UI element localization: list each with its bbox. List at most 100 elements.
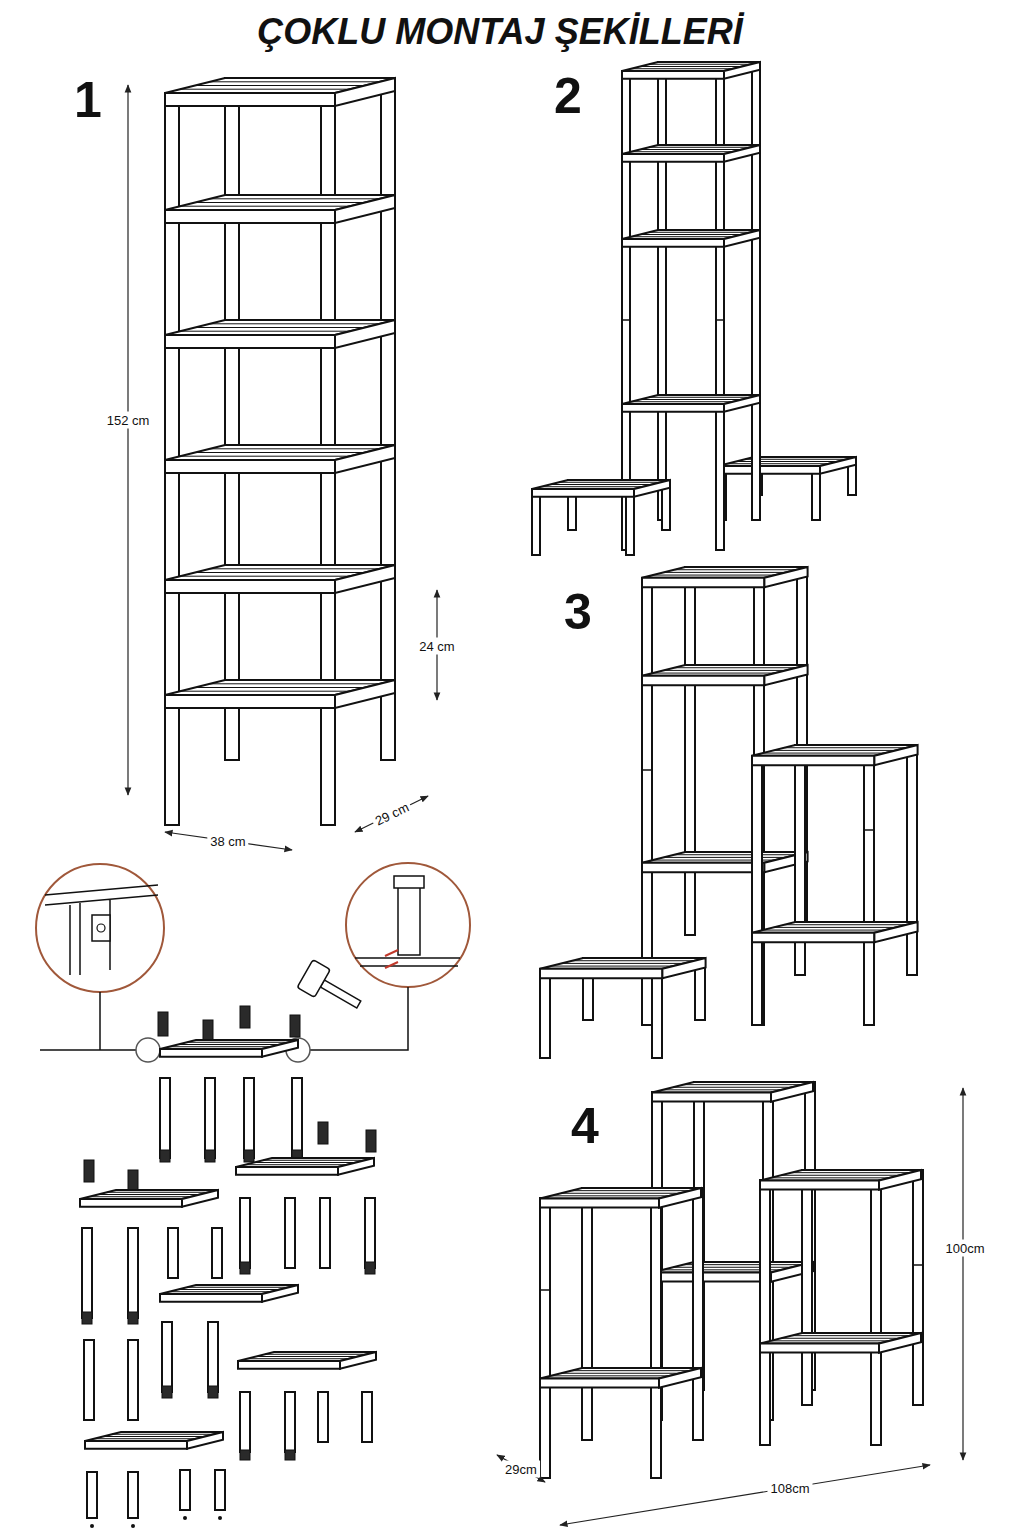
leg: [128, 1228, 138, 1318]
leg: [320, 1198, 330, 1268]
leg: [160, 1078, 170, 1158]
leg: [168, 1228, 178, 1278]
leg: [716, 71, 724, 550]
connector: [285, 1450, 295, 1460]
shelf: [165, 445, 395, 473]
leg: [208, 1322, 218, 1392]
shelf: [160, 1285, 298, 1302]
shelf: [752, 745, 918, 765]
leg: [651, 1198, 661, 1478]
leg: [685, 567, 695, 935]
shelf: [540, 958, 706, 978]
leg: [532, 489, 540, 555]
shelf: [165, 320, 395, 348]
shelf: [85, 1432, 223, 1449]
connector: [244, 1150, 254, 1162]
connector: [366, 1130, 376, 1152]
connector: [240, 1006, 250, 1028]
leg: [84, 1340, 94, 1420]
connector: [128, 1312, 138, 1324]
connector: [128, 1170, 138, 1192]
dot: [131, 1524, 135, 1528]
shelf: [540, 1188, 701, 1208]
shelf: [165, 195, 395, 223]
leg: [240, 1392, 250, 1452]
leg: [540, 969, 550, 1058]
shelf: [622, 395, 760, 412]
joint: [864, 829, 874, 831]
shelf: [540, 1368, 701, 1388]
connector: [240, 1450, 250, 1460]
shelf: [165, 78, 395, 106]
leg: [381, 78, 395, 760]
dimension-line: [962, 1088, 963, 1460]
shelf: [165, 565, 395, 593]
leg: [285, 1198, 295, 1268]
connector: [84, 1160, 94, 1182]
leg: [244, 1078, 254, 1158]
leg: [913, 1170, 923, 1405]
mallet-icon: [297, 960, 367, 1019]
tower-figure-1: [128, 78, 437, 850]
leg-detail: [398, 885, 420, 955]
foot: [128, 1472, 138, 1518]
leg: [652, 969, 662, 1058]
cap-detail: [394, 876, 424, 888]
dimension-line: [127, 85, 128, 795]
connector: [162, 1386, 172, 1398]
dimension-label: 108cm: [767, 1480, 812, 1497]
dimension-label: 29 cm: [370, 797, 415, 830]
leg: [205, 1078, 215, 1158]
leg: [693, 1188, 703, 1440]
leg: [318, 1392, 328, 1442]
connector: [318, 1122, 328, 1144]
dimension-label: 38 cm: [207, 833, 248, 850]
dimension-label: 29cm: [502, 1461, 540, 1478]
shelf: [236, 1158, 374, 1175]
dimension-line: [355, 796, 428, 832]
leg: [365, 1198, 375, 1268]
dimension-label: 24 cm: [416, 638, 457, 655]
leg: [225, 78, 239, 760]
connector: [203, 1020, 213, 1042]
shelf: [718, 457, 856, 474]
shelf: [80, 1190, 218, 1207]
shelf: [752, 922, 918, 942]
connector: [365, 1262, 375, 1274]
shelf: [642, 665, 808, 685]
dimension-label: 152 cm: [104, 412, 153, 429]
shelf: [238, 1352, 376, 1369]
connector: [240, 1262, 250, 1274]
leg: [582, 1188, 592, 1440]
connector: [205, 1150, 215, 1162]
foot: [180, 1470, 190, 1510]
detail-circle: [36, 864, 164, 992]
leg: [752, 62, 760, 520]
dimension-line: [165, 832, 292, 850]
shelf: [532, 480, 670, 497]
leg: [658, 62, 666, 520]
joint: [642, 769, 652, 771]
shelf: [160, 1040, 298, 1057]
dot: [183, 1516, 187, 1520]
figure-number: 3: [564, 583, 592, 641]
leg: [760, 1180, 770, 1445]
leg: [907, 745, 917, 975]
leg: [82, 1228, 92, 1318]
tower-figure-3: [540, 567, 918, 1058]
leg: [802, 1170, 812, 1405]
joint: [622, 319, 630, 321]
leg: [162, 1322, 172, 1392]
connector: [208, 1386, 218, 1398]
tower-figure-4: [497, 1082, 963, 1525]
exploded-assembly: [36, 863, 470, 1528]
leg: [212, 1228, 222, 1278]
leg: [292, 1078, 302, 1158]
shelf: [652, 1262, 813, 1282]
leg: [626, 489, 634, 555]
joint: [540, 1289, 550, 1291]
corner-detail: [45, 885, 158, 975]
leg: [752, 756, 762, 1025]
